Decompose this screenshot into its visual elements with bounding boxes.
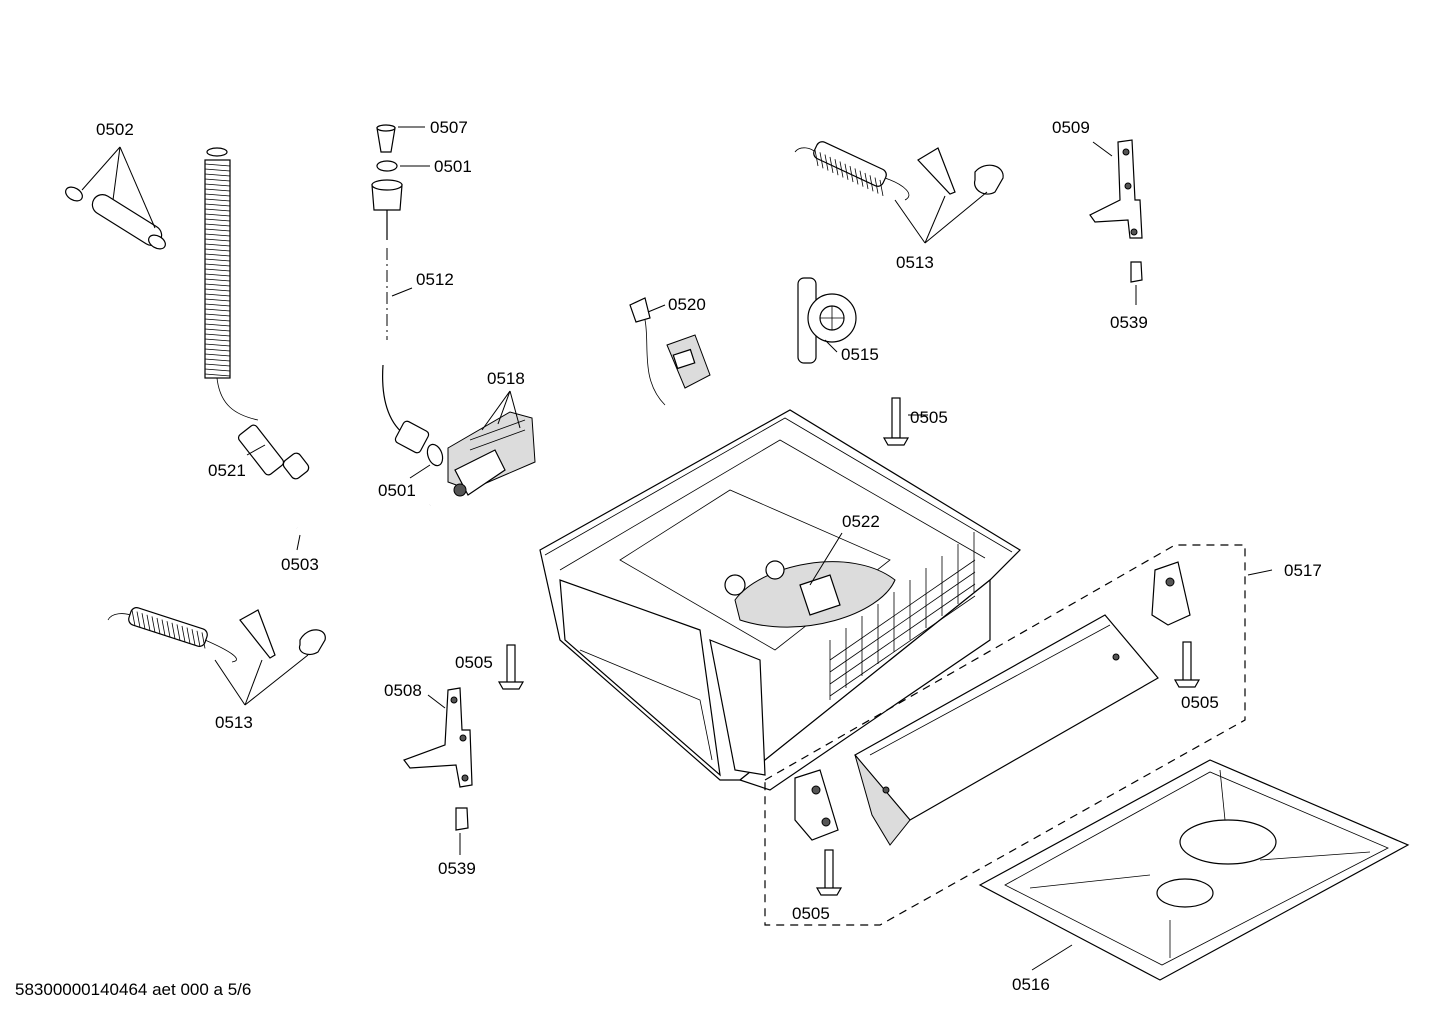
leader-0509	[1092, 141, 1113, 157]
part-0513-spring-set-bottom	[107, 607, 326, 663]
leader-0515	[824, 339, 838, 353]
part-0515-pump	[797, 277, 857, 364]
part-0516-base-plate	[978, 759, 1410, 981]
part-0505-screw-3	[1173, 641, 1201, 688]
leader-0522	[809, 532, 843, 586]
leader-0502	[81, 146, 156, 229]
part-0521-drain-hose	[204, 147, 310, 480]
leader-0503	[296, 534, 301, 551]
label-0507: 0507	[430, 118, 468, 137]
label-0517: 0517	[1284, 561, 1322, 580]
label-0508: 0508	[384, 681, 422, 700]
part-0508-hinge-bracket	[403, 687, 473, 788]
part-0520-wiring-harness	[629, 297, 711, 406]
part-0509-hinge-bracket	[1089, 139, 1143, 239]
part-kickplate	[854, 614, 1159, 846]
label-0501-top: 0501	[434, 157, 472, 176]
label-0513-bottom: 0513	[215, 713, 253, 732]
label-0502: 0502	[96, 120, 134, 139]
label-0513-top: 0513	[896, 253, 934, 272]
base-tub-assembly	[539, 409, 1021, 791]
leader-0513b	[214, 654, 309, 706]
leader-0516	[1031, 944, 1073, 971]
label-0501-bottom: 0501	[378, 481, 416, 500]
label-0520: 0520	[668, 295, 706, 314]
part-0539-clip-top	[1130, 261, 1143, 283]
part-0539-clip-bottom	[455, 807, 469, 831]
label-0509: 0509	[1052, 118, 1090, 137]
label-0539-top: 0539	[1110, 313, 1148, 332]
part-foot-bracket-right	[1151, 561, 1191, 626]
kit-0517-group-outline	[764, 544, 1246, 926]
leader-0520	[647, 304, 666, 313]
label-0505-c: 0505	[1181, 693, 1219, 712]
part-0502-hose-with-clamps	[65, 186, 166, 250]
part-0512-fill-hose	[371, 179, 444, 467]
part-0505-screw-4	[815, 849, 843, 896]
leader-0512	[391, 287, 413, 297]
document-id: 58300000140464 aet 000 a 5/6	[15, 980, 252, 999]
part-foot-bracket-left	[794, 769, 839, 841]
part-0513-spring-set-top	[794, 141, 1004, 201]
label-0516: 0516	[1012, 975, 1050, 994]
label-0521: 0521	[208, 461, 246, 480]
leader-0518	[481, 390, 521, 431]
leader-0501b	[409, 464, 431, 479]
leader-0521	[246, 444, 266, 456]
label-0505-a: 0505	[910, 408, 948, 427]
label-0505-b: 0505	[455, 653, 493, 672]
part-0507-cap	[376, 124, 396, 153]
label-0505-d: 0505	[792, 904, 830, 923]
part-0518-valve-block	[447, 411, 536, 497]
label-0512: 0512	[416, 270, 454, 289]
part-0505-screw-1	[882, 397, 910, 446]
leader-0513a	[894, 191, 988, 244]
part-0505-screw-2	[497, 644, 525, 690]
label-0539-bottom: 0539	[438, 859, 476, 878]
label-0518: 0518	[487, 369, 525, 388]
label-0522: 0522	[842, 512, 880, 531]
label-0503: 0503	[281, 555, 319, 574]
part-0501-seal-ring	[376, 160, 398, 172]
label-0515: 0515	[841, 345, 879, 364]
leader-0508	[427, 694, 446, 709]
leader-0517	[1247, 569, 1273, 576]
